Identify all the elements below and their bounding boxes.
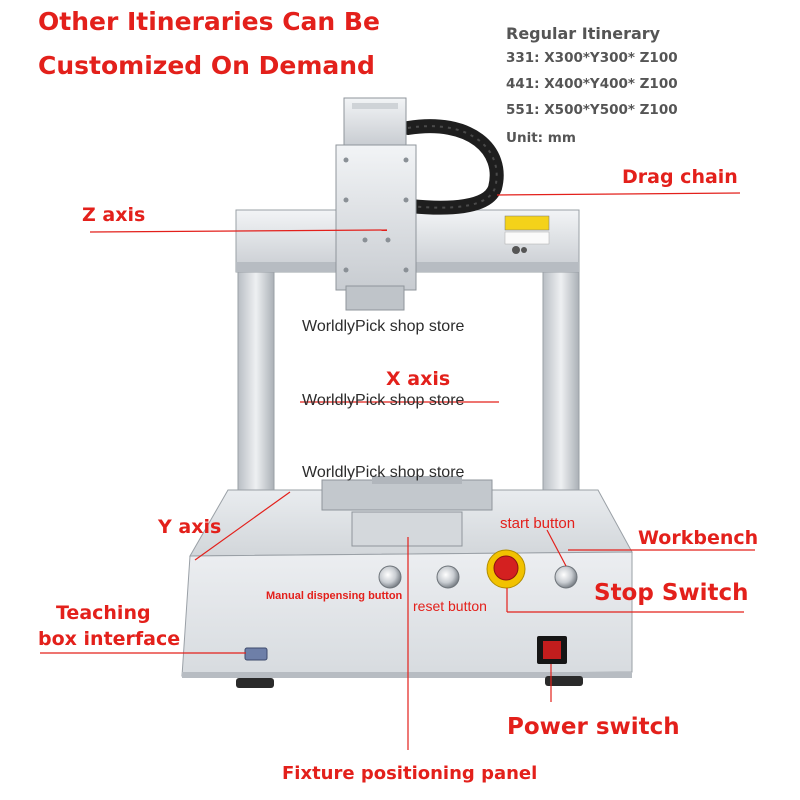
warning-sticker: [504, 215, 550, 231]
spec-unit: Unit: mm: [506, 130, 576, 146]
spec-row-441: 441: X400*Y400* Z100: [506, 76, 678, 92]
emergency-stop-button: [493, 555, 519, 581]
teaching-box-label-line-1: Teaching: [56, 602, 151, 624]
reset-knob: [436, 565, 460, 589]
stop-switch-label: Stop Switch: [594, 580, 749, 606]
z-axis-line: [89, 229, 388, 233]
manual-dispensing-knob: [378, 565, 402, 589]
y-axis-line: [194, 491, 291, 561]
left-foot: [236, 678, 274, 688]
start-button-label: start button: [500, 515, 576, 532]
z-axis-head: [345, 285, 405, 311]
drag-chain-line: [496, 192, 741, 196]
fixture-panel-label: Fixture positioning panel: [282, 763, 538, 784]
manual-dispensing-label: Manual dispensing button: [266, 590, 403, 602]
start-line: [546, 529, 567, 567]
power-switch-label: Power switch: [507, 714, 680, 740]
start-knob: [554, 565, 578, 589]
watermark-3: WorldlyPick shop store: [302, 464, 465, 481]
right-column: [542, 251, 580, 513]
spec-row-331: 331: X300*Y300* Z100: [506, 50, 678, 66]
watermark-2: WorldlyPick shop store: [302, 392, 465, 409]
x-axis-label: X axis: [386, 368, 451, 390]
drag-chain: [401, 119, 504, 215]
reset-button-label: reset button: [413, 598, 487, 614]
workbench-label: Workbench: [638, 527, 759, 549]
headline-line-1: Other Itineraries Can Be: [38, 7, 380, 36]
right-foot: [545, 676, 583, 686]
drag-chain-label: Drag chain: [622, 166, 738, 188]
teaching-box-label-line-2: box interface: [38, 628, 181, 650]
watermark-1: WorldlyPick shop store: [302, 318, 465, 335]
fixture-block: [351, 511, 463, 547]
spec-title: Regular Itinerary: [506, 24, 661, 43]
spec-row-551: 551: X500*Y500* Z100: [506, 102, 678, 118]
headline-line-2: Customized On Demand: [38, 51, 375, 80]
left-column: [237, 251, 275, 513]
y-axis-label: Y axis: [158, 516, 222, 538]
z-axis-label: Z axis: [82, 204, 146, 226]
teaching-box-port: [244, 647, 268, 661]
z-axis-plate: [335, 144, 417, 291]
fixture-plate: [321, 479, 493, 511]
